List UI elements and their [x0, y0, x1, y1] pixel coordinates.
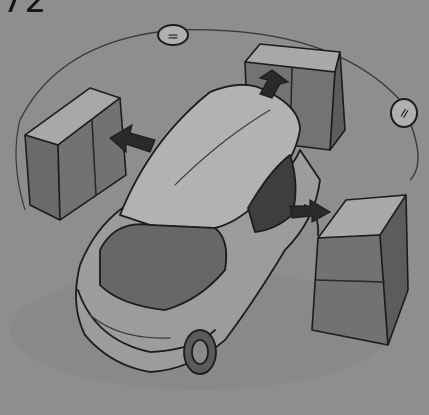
- equal-badge-icon: =: [158, 25, 188, 45]
- rotation-arc-lower: [16, 120, 25, 210]
- corner-label: 72: [2, 0, 47, 18]
- container-box-right: [312, 195, 408, 345]
- equal-badge-icon: =: [391, 99, 417, 127]
- container-box-left: [25, 88, 126, 220]
- badge-label-top: =: [167, 29, 179, 45]
